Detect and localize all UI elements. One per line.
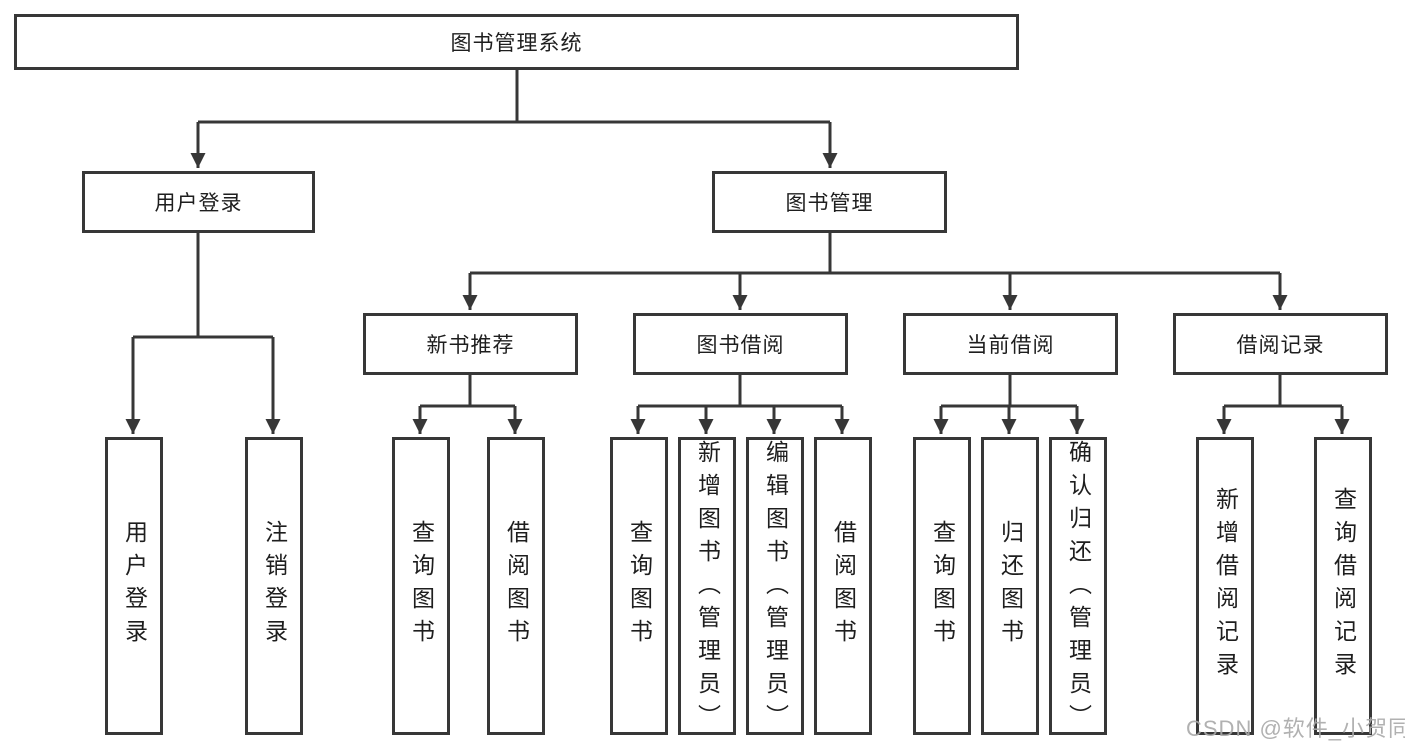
leaf-add-borrow-record: 新增借阅记录: [1196, 437, 1254, 735]
leaf-query-borrow-record: 查询借阅记录: [1314, 437, 1372, 735]
node-new-book-recommend: 新书推荐: [363, 313, 578, 375]
leaf-user-login: 用户登录: [105, 437, 163, 735]
node-book-management: 图书管理: [712, 171, 947, 233]
node-current-borrow: 当前借阅: [903, 313, 1118, 375]
leaf-logout: 注销登录: [245, 437, 303, 735]
leaf-borrow-books: 借阅图书: [814, 437, 872, 735]
leaf-query-books-current: 查询图书: [913, 437, 971, 735]
connector-arrows: [125, 122, 1350, 434]
connector-trunks: [133, 70, 1342, 408]
node-library-system: 图书管理系统: [14, 14, 1019, 70]
leaf-confirm-return-admin: 确认归还（管理员）: [1049, 437, 1107, 737]
leaf-borrow-books-recommend: 借阅图书: [487, 437, 545, 735]
node-book-borrow: 图书借阅: [633, 313, 848, 375]
node-user-login: 用户登录: [82, 171, 315, 233]
leaf-edit-books-admin: 编辑图书（管理员）: [746, 437, 804, 737]
node-borrow-records: 借阅记录: [1173, 313, 1388, 375]
csdn-watermark: CSDN @软件_小贺同学: [1186, 716, 1405, 741]
leaf-return-books: 归还图书: [981, 437, 1039, 735]
leaf-query-books-recommend: 查询图书: [392, 437, 450, 735]
leaf-add-books-admin: 新增图书（管理员）: [678, 437, 736, 737]
leaf-query-books-borrow: 查询图书: [610, 437, 668, 735]
